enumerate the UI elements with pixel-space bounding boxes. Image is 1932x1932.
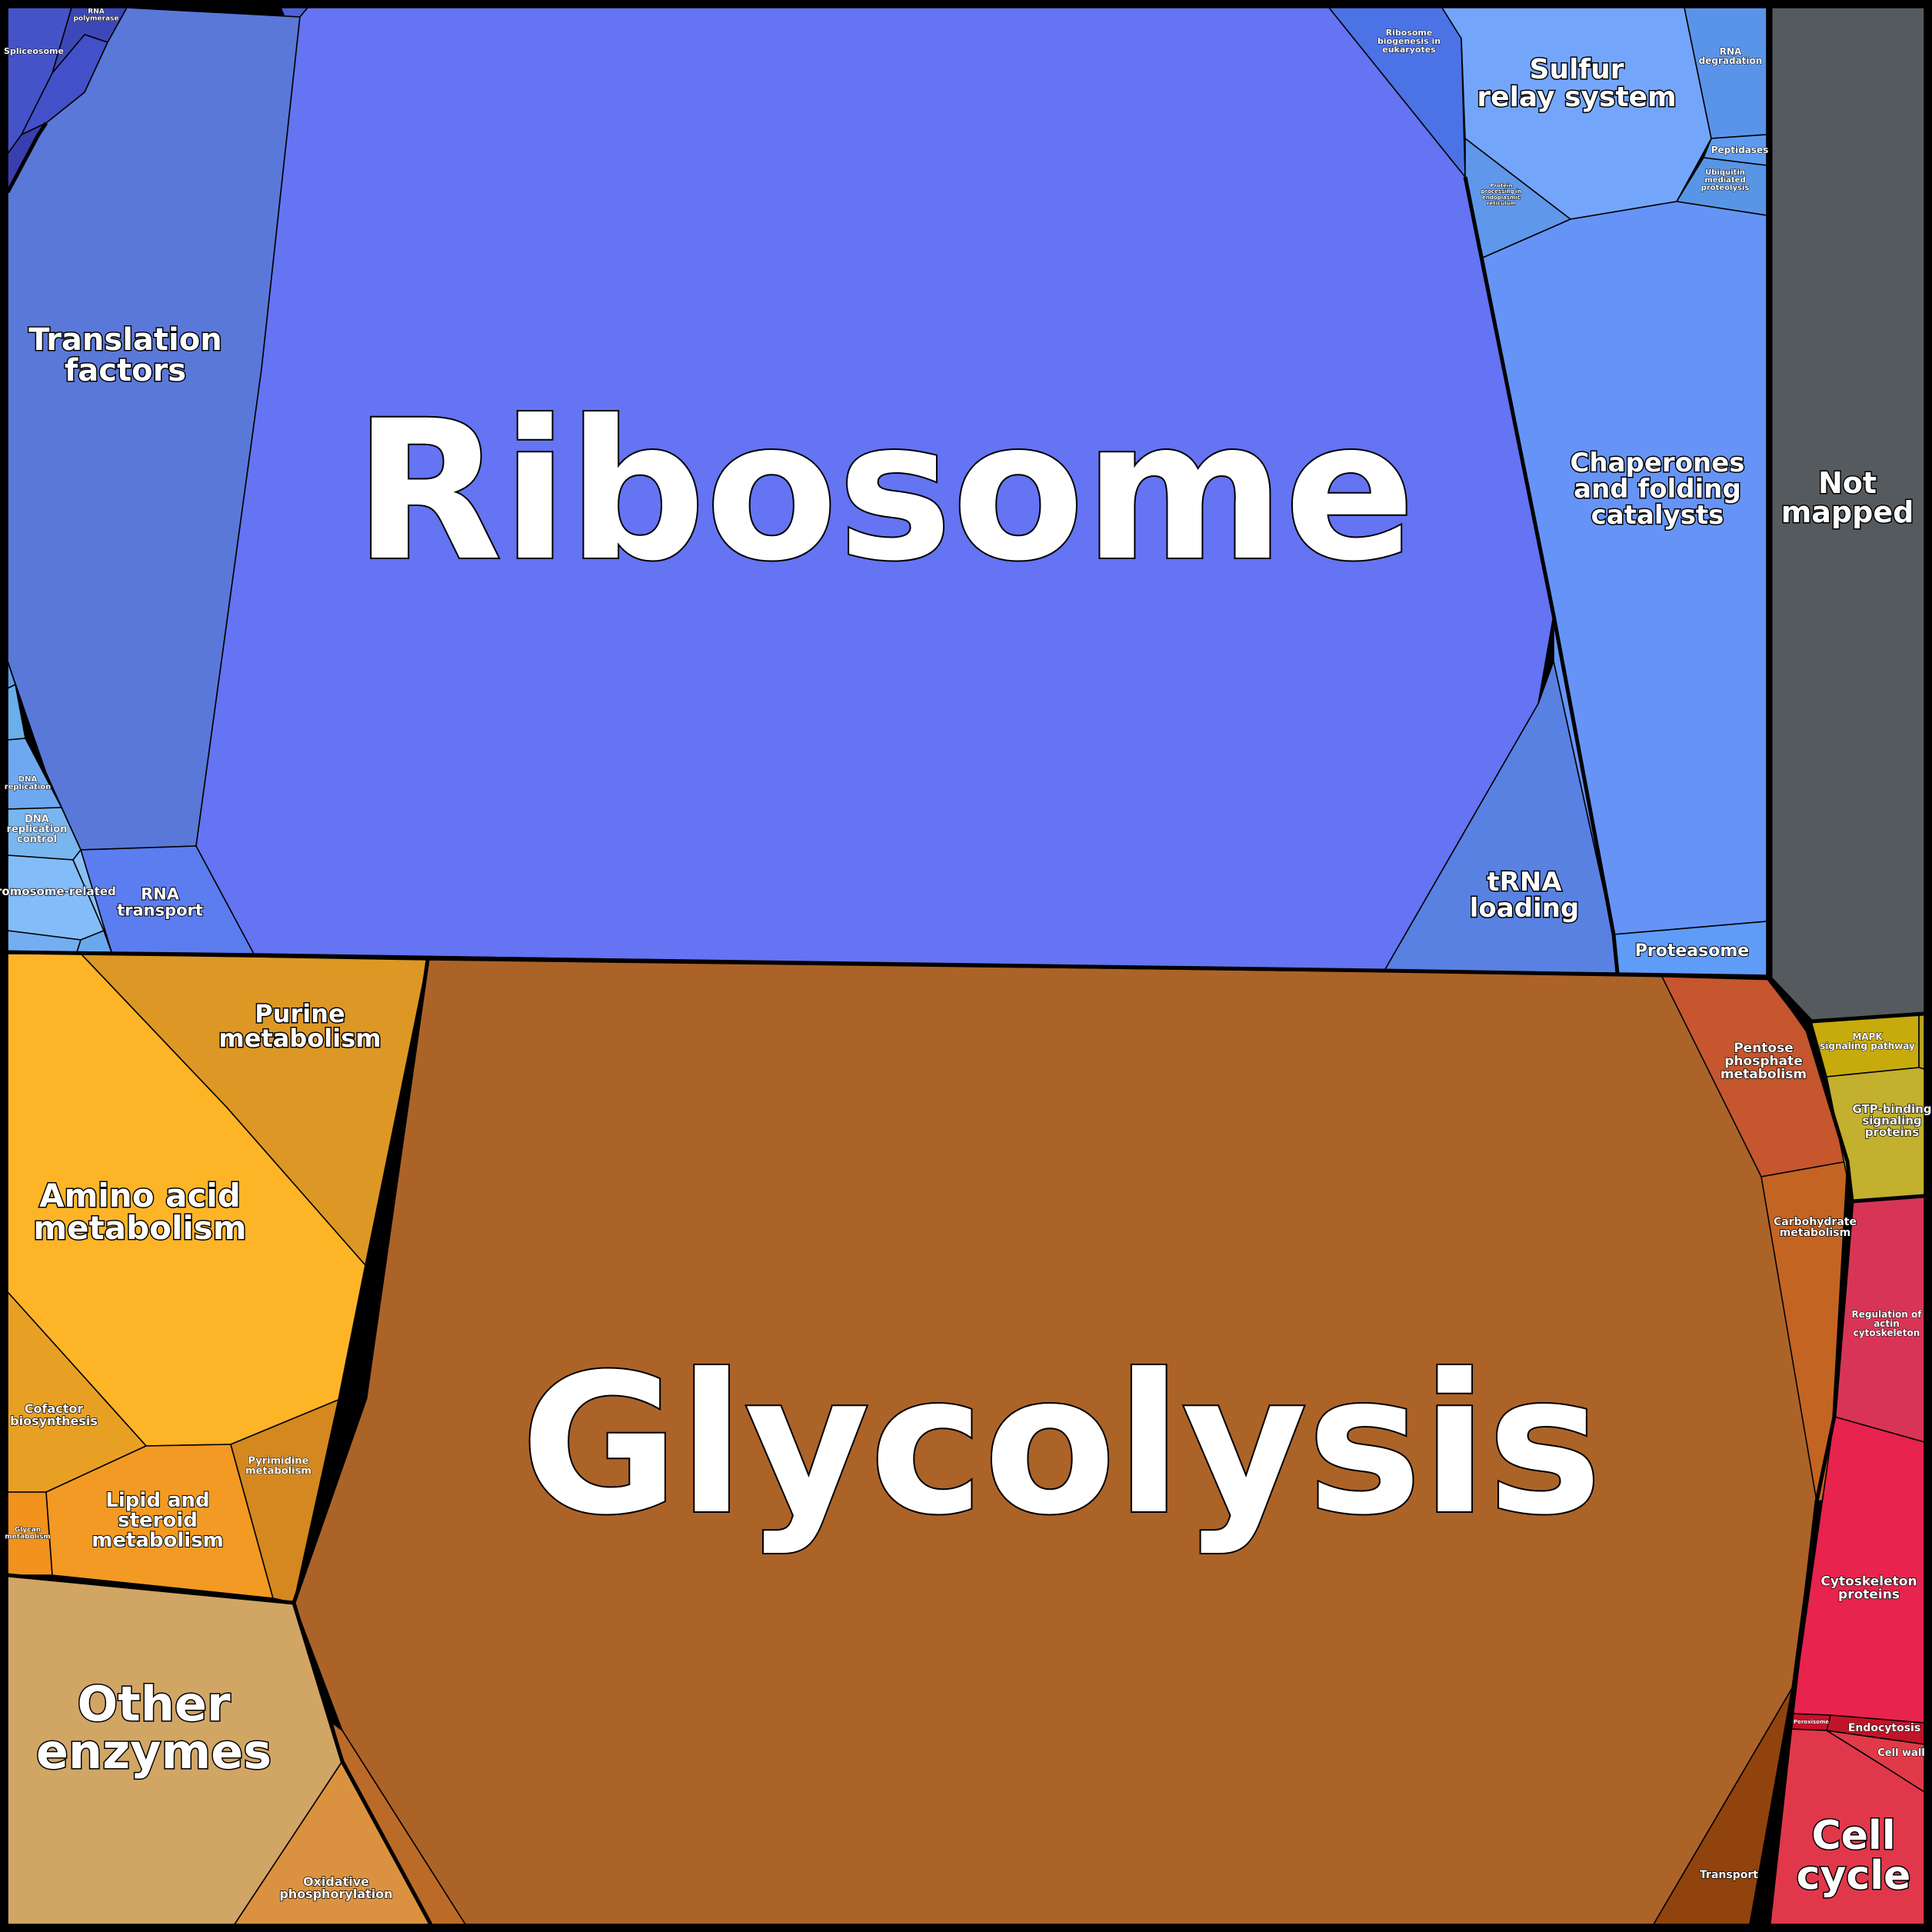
border-signaling: [1851, 1194, 1925, 1204]
border-other-enzymes: [7, 1573, 295, 1605]
label-ribosome: Ribosome: [354, 379, 1415, 603]
border-not-mapped: [1768, 8, 1925, 1024]
border-blue-left: [5, 122, 48, 194]
border-chaperones: [1463, 176, 1620, 974]
label-proteasome: Proteasome: [1635, 941, 1749, 961]
label-chromosome-related: Chromosome-related: [0, 884, 116, 898]
label-cell-wall: Cell wall: [1877, 1747, 1925, 1759]
label-peptidases: Peptidases: [1711, 145, 1768, 155]
border-metabolism-right: [1767, 977, 1854, 1925]
label-spliceosome: Spliceosome: [4, 46, 64, 56]
label-transport: Transport: [1700, 1869, 1758, 1881]
cell-small-yellow-a[interactable]: [1918, 1013, 1925, 1070]
border-information-metabolism: [7, 950, 1771, 981]
label-endocytosis: Endocytosis: [1848, 1722, 1920, 1734]
label-glycolysis: Glycolysis: [521, 1333, 1602, 1557]
label-peroxisome: Peroxisome: [1794, 1719, 1829, 1725]
